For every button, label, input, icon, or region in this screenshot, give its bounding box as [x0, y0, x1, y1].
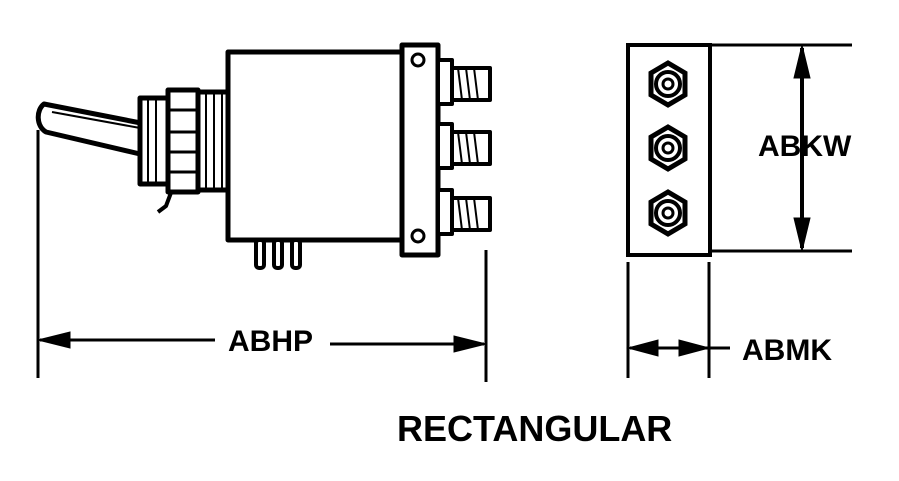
pin: [290, 238, 302, 270]
front-connector: [648, 189, 688, 237]
arrowhead: [626, 339, 659, 357]
side-connector: [436, 58, 492, 106]
height-dimension-label: ABKW: [758, 130, 852, 163]
arrowhead: [678, 339, 711, 357]
switch-side-view: [35, 42, 492, 270]
pin: [254, 238, 266, 270]
side-connector: [436, 122, 492, 170]
length-dimension-label: ABHP: [228, 325, 313, 358]
side-connector: [436, 188, 492, 236]
arrowhead: [793, 44, 811, 79]
shape-caption: RECTANGULAR: [397, 408, 672, 449]
switch-body: [225, 49, 407, 243]
pin: [272, 238, 284, 270]
mounting-hole: [410, 52, 426, 68]
mounting-plate: [399, 42, 441, 258]
mounting-hole: [410, 228, 426, 244]
front-connector: [648, 124, 688, 172]
width-dimension-label: ABMK: [742, 334, 832, 367]
arrowhead: [37, 331, 71, 349]
switch-front-view: [626, 43, 712, 257]
front-connector: [648, 60, 688, 108]
mounting-nut: [165, 87, 201, 195]
dimension-lines: [36, 43, 852, 382]
arrowhead: [793, 217, 811, 252]
arrowhead: [453, 335, 487, 353]
